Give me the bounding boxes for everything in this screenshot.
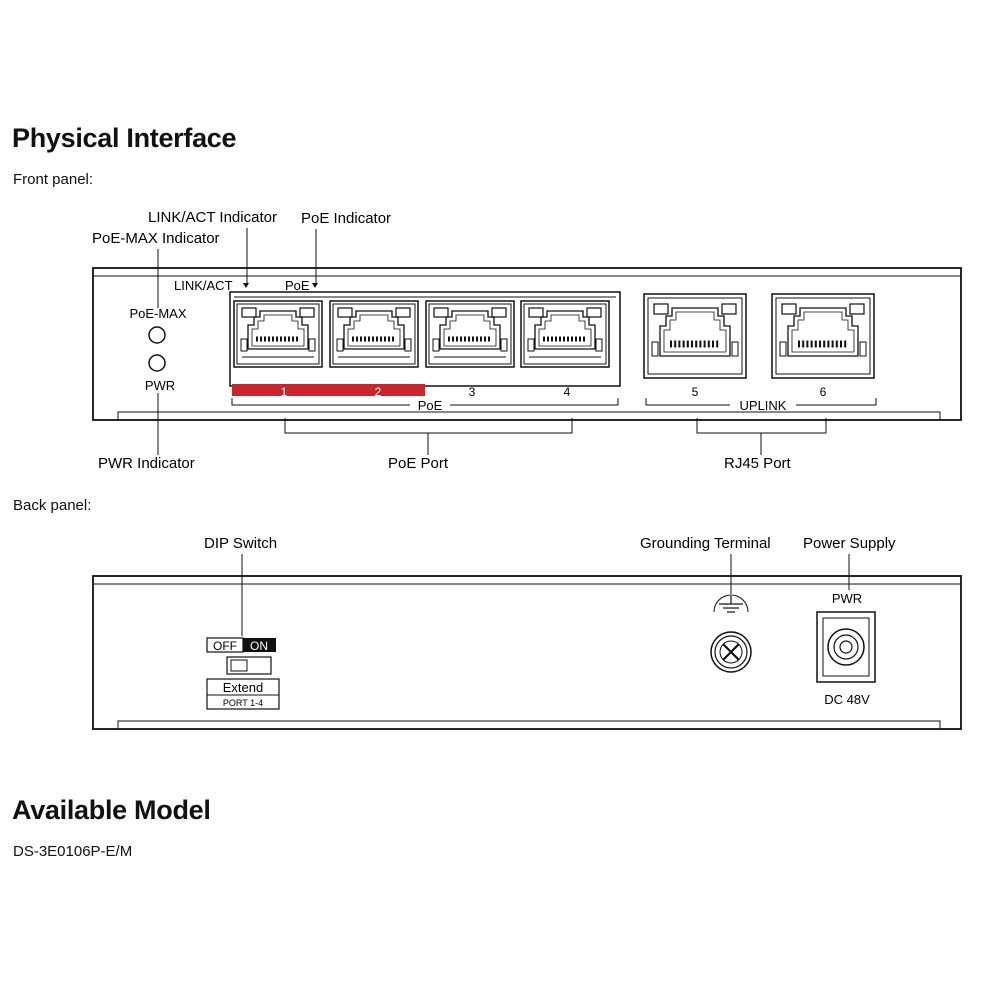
port-number-5: 5 — [692, 385, 699, 399]
dc-power-jack[interactable] — [816, 611, 876, 683]
poe-max-led-label: PoE-MAX — [129, 306, 186, 321]
pwr-led-label: PWR — [145, 378, 175, 393]
back-panel-diagram: DIP Switch Grounding Terminal Power Supp… — [92, 535, 962, 730]
callout-rj45-port: RJ45 Port — [724, 455, 792, 472]
callout-grounding-terminal: Grounding Terminal — [640, 535, 771, 552]
poe-arrow-icon — [312, 283, 318, 288]
callout-poe-port: PoE Port — [388, 455, 449, 472]
front-panel-caption: Front panel: — [13, 171, 94, 188]
poe-port-4[interactable] — [521, 301, 609, 367]
link-act-label: LINK/ACT — [174, 278, 233, 293]
pwr-led — [148, 354, 166, 372]
front-panel-diagram: PoE-MAX PWR LINK/ACT PoE 1 2 3 4 PoE 5 6… — [92, 209, 962, 472]
port-number-1: 1 — [281, 385, 288, 399]
dip-ports-label: PORT 1-4 — [223, 698, 263, 708]
dip-switch[interactable]: OFF ON Extend PORT 1-4 — [206, 637, 280, 710]
dip-off-label: OFF — [213, 639, 237, 653]
uplink-port-5[interactable] — [644, 294, 746, 378]
link-act-arrow-icon — [243, 283, 249, 288]
dip-extend-label: Extend — [223, 680, 263, 695]
poe-port-highlight — [232, 384, 425, 396]
uplink-group-label: UPLINK — [740, 398, 787, 413]
port-number-2: 2 — [375, 385, 382, 399]
model-name: DS-3E0106P-E/M — [13, 843, 133, 860]
dip-on-label: ON — [250, 639, 268, 653]
callout-poe-max-indicator: PoE-MAX Indicator — [92, 230, 220, 247]
port-number-6: 6 — [820, 385, 827, 399]
power-pwr-label: PWR — [832, 591, 862, 606]
grounding-terminal-screw — [710, 631, 752, 673]
poe-port-2[interactable] — [330, 301, 418, 367]
poe-max-led — [148, 326, 166, 344]
poe-small-label: PoE — [285, 278, 310, 293]
callout-link-act-indicator: LINK/ACT Indicator — [148, 209, 277, 226]
port-number-3: 3 — [469, 385, 476, 399]
callout-pwr-indicator: PWR Indicator — [98, 455, 195, 472]
poe-port-3[interactable] — [426, 301, 514, 367]
uplink-port-6[interactable] — [772, 294, 874, 378]
dc-voltage-label: DC 48V — [824, 692, 870, 707]
callout-poe-indicator: PoE Indicator — [301, 210, 391, 227]
section-title: Physical Interface — [12, 123, 237, 153]
grounding-icon — [713, 594, 749, 613]
callout-power-supply: Power Supply — [803, 535, 896, 552]
models-title: Available Model — [12, 795, 211, 825]
poe-port-1[interactable] — [234, 301, 322, 367]
poe-group-label: PoE — [418, 398, 443, 413]
callout-dip-switch: DIP Switch — [204, 535, 277, 552]
port-number-4: 4 — [564, 385, 571, 399]
back-panel-caption: Back panel: — [13, 497, 92, 514]
